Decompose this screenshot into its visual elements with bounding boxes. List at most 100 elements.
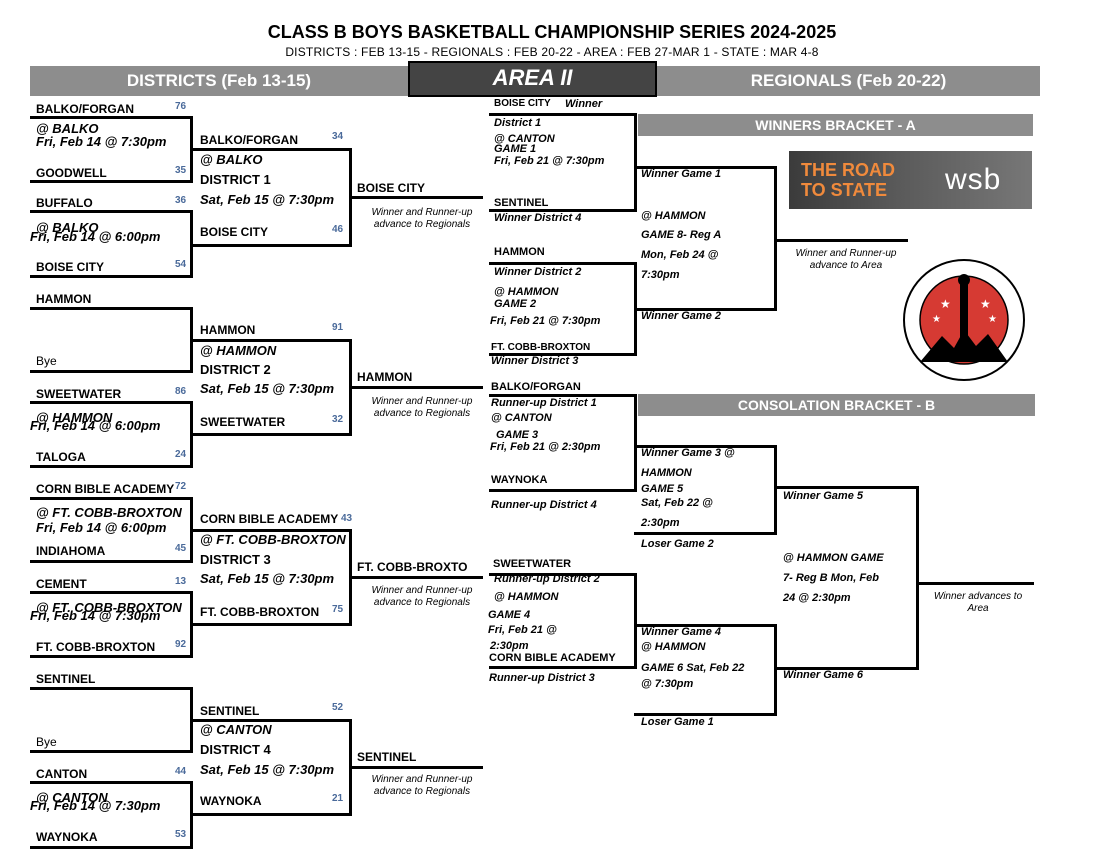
district-winner: SENTINEL — [357, 750, 416, 764]
bracket-line — [190, 339, 352, 342]
game-site: @ HAMMON — [641, 210, 706, 222]
team-label: CORN BIBLE ACADEMY — [200, 512, 338, 526]
game-site: HAMMON — [641, 467, 692, 479]
game-time: Fri, Feb 14 @ 6:00pm — [36, 520, 166, 535]
team-label: WAYNOKA — [200, 794, 262, 808]
district-name: DISTRICT 3 — [200, 552, 271, 567]
bracket-line — [349, 386, 483, 389]
game-site: @ CANTON — [491, 412, 552, 424]
team-label: SENTINEL — [36, 672, 95, 686]
slot-label: Winner District 4 — [494, 212, 581, 224]
bracket-line — [30, 307, 193, 310]
district-winner: FT. COBB-BROXTO — [357, 560, 467, 574]
slot-label: Runner-up District 1 — [491, 397, 597, 409]
bracket-line — [190, 623, 352, 626]
game-number: 7- Reg B Mon, Feb — [783, 572, 879, 584]
team-label: CANTON — [36, 767, 87, 781]
game-time: Fri, Feb 21 @ — [488, 624, 557, 636]
svg-text:★: ★ — [988, 314, 997, 325]
bracket-line — [30, 401, 193, 404]
svg-text:★: ★ — [932, 314, 941, 325]
game-time: 24 @ 2:30pm — [783, 592, 851, 604]
bracket-line — [489, 113, 637, 116]
game-time: Fri, Feb 14 @ 6:00pm — [30, 418, 160, 433]
districts-banner: DISTRICTS (Feb 13-15) — [30, 66, 408, 96]
winners-bracket-banner: WINNERS BRACKET - A — [638, 114, 1033, 136]
game-time: Fri, Feb 14 @ 7:30pm — [36, 134, 166, 149]
seed-number: 52 — [332, 702, 343, 713]
game-time: Fri, Feb 14 @ 7:30pm — [30, 798, 160, 813]
team-label: HAMMON — [494, 246, 545, 258]
slot-label: Winner Game 3 @ — [641, 447, 735, 459]
bracket-line — [489, 262, 637, 265]
team-label: CORN BIBLE ACADEMY — [36, 482, 174, 496]
team-label: SENTINEL — [494, 197, 548, 209]
bracket-line — [634, 394, 637, 492]
bracket-line — [489, 666, 637, 669]
team-label: SWEETWATER — [200, 415, 285, 429]
game-time: 7:30pm — [641, 269, 680, 281]
seed-number: 44 — [175, 766, 186, 777]
bracket-line — [190, 244, 352, 247]
bracket-line — [634, 713, 777, 716]
consolation-bracket-banner: CONSOLATION BRACKET - B — [638, 394, 1035, 416]
bracket-line — [489, 489, 637, 492]
game-time: Fri, Feb 14 @ 7:30pm — [30, 608, 160, 623]
slot-label: Winner Game 4 — [641, 626, 721, 638]
team-label: TALOGA — [36, 450, 86, 464]
team-label: BALKO/FORGAN — [491, 381, 581, 393]
game-time: Mon, Feb 24 @ — [641, 249, 718, 261]
slot-label: Runner-up District 3 — [489, 672, 595, 684]
game-number: GAME 2 — [494, 298, 536, 310]
team-label: BOISE CITY — [200, 225, 268, 239]
game-site: @ HAMMON — [494, 591, 559, 603]
game-number: GAME 4 — [488, 609, 530, 621]
bracket-line — [916, 582, 1034, 585]
bracket-line — [774, 486, 919, 489]
bracket-line — [774, 624, 777, 716]
seed-number: 24 — [175, 449, 186, 460]
bracket-line — [30, 591, 193, 594]
bracket-line — [30, 655, 193, 658]
game-site: @ HAMMON GAME — [783, 552, 884, 564]
ossaa-seal-icon: ★ ★ ★ ★ — [902, 258, 1026, 382]
seed-number: 72 — [175, 481, 186, 492]
district-name: DISTRICT 4 — [200, 742, 271, 757]
area-banner: AREA II — [408, 61, 657, 97]
slot-label: Winner — [565, 98, 602, 110]
page-subtitle: DISTRICTS : FEB 13-15 - REGIONALS : FEB … — [0, 45, 1104, 59]
team-label: WAYNOKA — [491, 474, 547, 486]
game-time: Sat, Feb 15 @ 7:30pm — [200, 762, 334, 777]
seed-number: 45 — [175, 543, 186, 554]
team-label: SWEETWATER — [493, 558, 571, 570]
team-label: BALKO/FORGAN — [36, 102, 134, 116]
seed-number: 32 — [332, 414, 343, 425]
team-label: SENTINEL — [200, 704, 259, 718]
bracket-line — [30, 275, 193, 278]
team-label: BALKO/FORGAN — [200, 133, 298, 147]
wsb-logo-text: wsb — [945, 163, 1001, 197]
team-label: SWEETWATER — [36, 387, 121, 401]
advance-note: Winner and Runner-up advance to Area — [782, 248, 910, 272]
bracket-line — [30, 497, 193, 500]
district-name: DISTRICT 1 — [200, 172, 271, 187]
team-label: CEMENT — [36, 577, 87, 591]
seed-number: 53 — [175, 829, 186, 840]
bracket-line — [349, 576, 483, 579]
seed-number: 92 — [175, 639, 186, 650]
bracket-line — [30, 781, 193, 784]
slot-label: District 1 — [494, 117, 541, 129]
game-time: Sat, Feb 15 @ 7:30pm — [200, 381, 334, 396]
game-time: 2:30pm — [490, 640, 529, 652]
seed-number: 34 — [332, 131, 343, 142]
game-site: @ BALKO — [200, 152, 263, 167]
advance-note: Winner advances to Area — [924, 591, 1032, 615]
game-number: GAME 8- Reg A — [641, 229, 721, 241]
bracket-line — [30, 465, 193, 468]
game-time: Fri, Feb 21 @ 7:30pm — [490, 315, 600, 327]
advance-note: Winner and Runner-up advance to Regional… — [360, 396, 484, 420]
game-number: GAME 1 — [494, 143, 536, 155]
game-site: @ FT. COBB-BROXTON — [200, 532, 346, 547]
team-label: INDIAHOMA — [36, 544, 105, 558]
bracket-line — [349, 766, 483, 769]
